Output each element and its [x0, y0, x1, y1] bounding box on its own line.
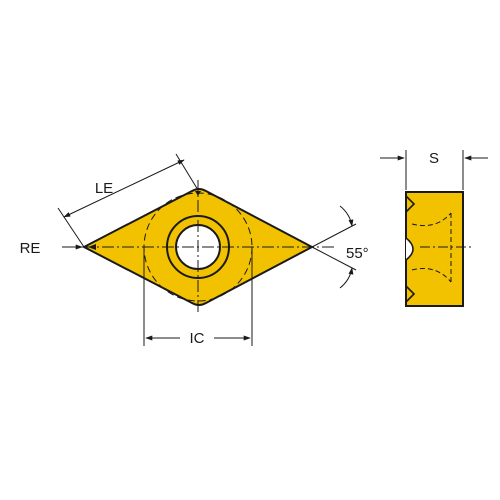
dimension-ic: IC: [143, 247, 253, 347]
insert-top-view: [62, 180, 336, 314]
corner-mark-left: [88, 244, 96, 250]
dimension-angle: 55°: [311, 205, 369, 289]
le-dimension-line: [63, 159, 185, 218]
insert-side-view: [405, 191, 472, 307]
side-notch-bottom: [405, 285, 416, 303]
side-notch-top: [405, 195, 416, 213]
re-label: RE: [20, 240, 41, 257]
le-label: LE: [95, 180, 113, 197]
dimension-re: RE: [20, 240, 83, 257]
side-body: [405, 191, 464, 307]
dimension-s: S: [380, 150, 488, 190]
corner-mark-top: [195, 191, 201, 196]
hidden-hole-top: [411, 212, 452, 227]
dimension-le: LE: [57, 153, 199, 248]
angle-label: 55°: [346, 245, 369, 262]
ic-label: IC: [190, 330, 205, 347]
s-label: S: [429, 150, 439, 167]
side-notch-middle: [405, 237, 414, 261]
hidden-hole-bottom: [411, 268, 452, 283]
